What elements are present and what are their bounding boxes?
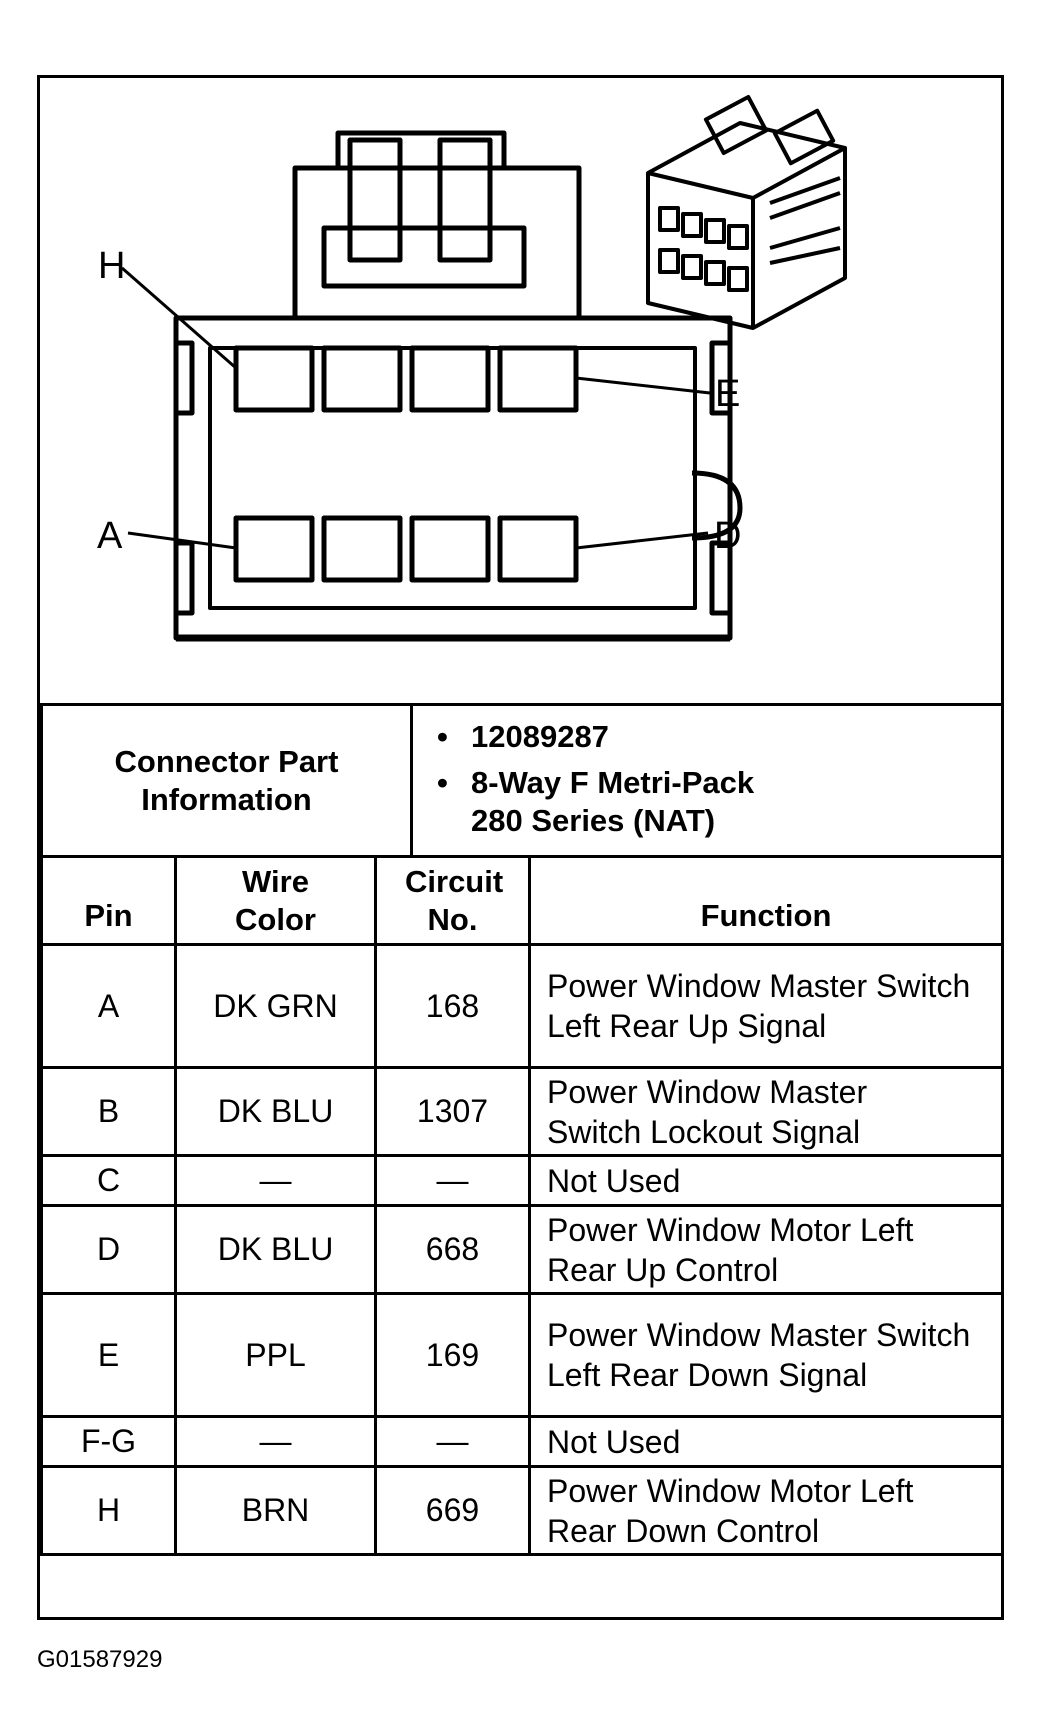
part-info-label: Connector Part Information [114, 743, 339, 817]
cell-circuit: — [374, 1415, 531, 1468]
pin-label-a: A [97, 515, 123, 557]
cell-function: Power Window Master Switch Left Rear Up … [528, 943, 1004, 1069]
cell-pin: D [40, 1204, 177, 1295]
table-row: F-G — — Not Used [40, 1415, 1004, 1468]
table-row: D DK BLU 668 Power Window Motor Left Rea… [40, 1204, 1004, 1295]
cell-function: Power Window Motor Left Rear Up Control [528, 1204, 1004, 1295]
pin-label-h: H [98, 245, 125, 287]
cell-circuit: 669 [374, 1465, 531, 1556]
pin-table: Pin Wire Color Circuit No. Function A DK… [40, 855, 1004, 1556]
cell-circuit: 1307 [374, 1066, 531, 1157]
header-wire-color-text: Wire Color [235, 863, 316, 937]
part-info-values-cell: 12089287 8-Way F Metri-Pack 280 Series (… [410, 703, 1004, 858]
cell-function: Not Used [528, 1415, 1004, 1468]
cell-function: Power Window Master Switch Left Rear Dow… [528, 1292, 1004, 1418]
cell-function: Power Window Master Switch Lockout Signa… [528, 1066, 1004, 1157]
cell-circuit: 668 [374, 1204, 531, 1295]
cell-wire-color: DK BLU [174, 1066, 377, 1157]
cavity-f [409, 345, 491, 413]
header-circuit-no-text: Circuit No. [405, 863, 504, 937]
table-row: A DK GRN 168 Power Window Master Switch … [40, 943, 1004, 1069]
cell-circuit: 168 [374, 943, 531, 1069]
part-info-list: 12089287 8-Way F Metri-Pack 280 Series (… [413, 718, 1001, 840]
cell-function: Not Used [528, 1154, 1004, 1207]
cell-wire-color: — [174, 1415, 377, 1468]
cell-function: Power Window Motor Left Rear Down Contro… [528, 1465, 1004, 1556]
cavity-g [321, 345, 403, 413]
cavity-h [233, 345, 315, 413]
cell-wire-color: DK BLU [174, 1204, 377, 1295]
header-function: Function [528, 855, 1004, 946]
cavity-e [497, 345, 579, 413]
cell-wire-color: — [174, 1154, 377, 1207]
part-info-label-cell: Connector Part Information [40, 703, 413, 858]
part-series: 8-Way F Metri-Pack 280 Series (NAT) [437, 764, 801, 840]
header-wire-color: Wire Color [174, 855, 377, 946]
cell-pin: C [40, 1154, 177, 1207]
cell-wire-color: PPL [174, 1292, 377, 1418]
cell-pin: F-G [40, 1415, 177, 1468]
cell-wire-color: BRN [174, 1465, 377, 1556]
cavity-d [497, 515, 579, 583]
cell-pin: E [40, 1292, 177, 1418]
part-number: 12089287 [437, 718, 1001, 756]
connector-drawing: H E A D [97, 94, 847, 642]
cavity-a [233, 515, 315, 583]
connector-body [173, 315, 733, 641]
cell-pin: B [40, 1066, 177, 1157]
cell-circuit: 169 [374, 1292, 531, 1418]
latch-housing [292, 165, 582, 321]
connector-face-view: H E A D [40, 78, 1001, 703]
table-row: B DK BLU 1307 Power Window Master Switch… [40, 1066, 1004, 1157]
cavity-c [409, 515, 491, 583]
figure-id: G01587929 [37, 1646, 163, 1673]
connector-part-info: Connector Part Information 12089287 8-Wa… [40, 703, 1004, 858]
table-row: C — — Not Used [40, 1154, 1004, 1207]
table-row: E PPL 169 Power Window Master Switch Lef… [40, 1292, 1004, 1418]
cell-wire-color: DK GRN [174, 943, 377, 1069]
connector-diagram-frame: H E A D [37, 75, 1004, 1620]
cell-circuit: — [374, 1154, 531, 1207]
header-pin: Pin [40, 855, 177, 946]
cell-pin: A [40, 943, 177, 1069]
header-circuit-no: Circuit No. [374, 855, 531, 946]
table-row: H BRN 669 Power Window Motor Left Rear D… [40, 1465, 1004, 1556]
cell-pin: H [40, 1465, 177, 1556]
pin-label-d: D [714, 515, 741, 557]
connector-isometric-icon [646, 94, 847, 330]
pin-table-header: Pin Wire Color Circuit No. Function [40, 855, 1004, 946]
cavity-b [321, 515, 403, 583]
pin-label-e: E [715, 373, 740, 415]
